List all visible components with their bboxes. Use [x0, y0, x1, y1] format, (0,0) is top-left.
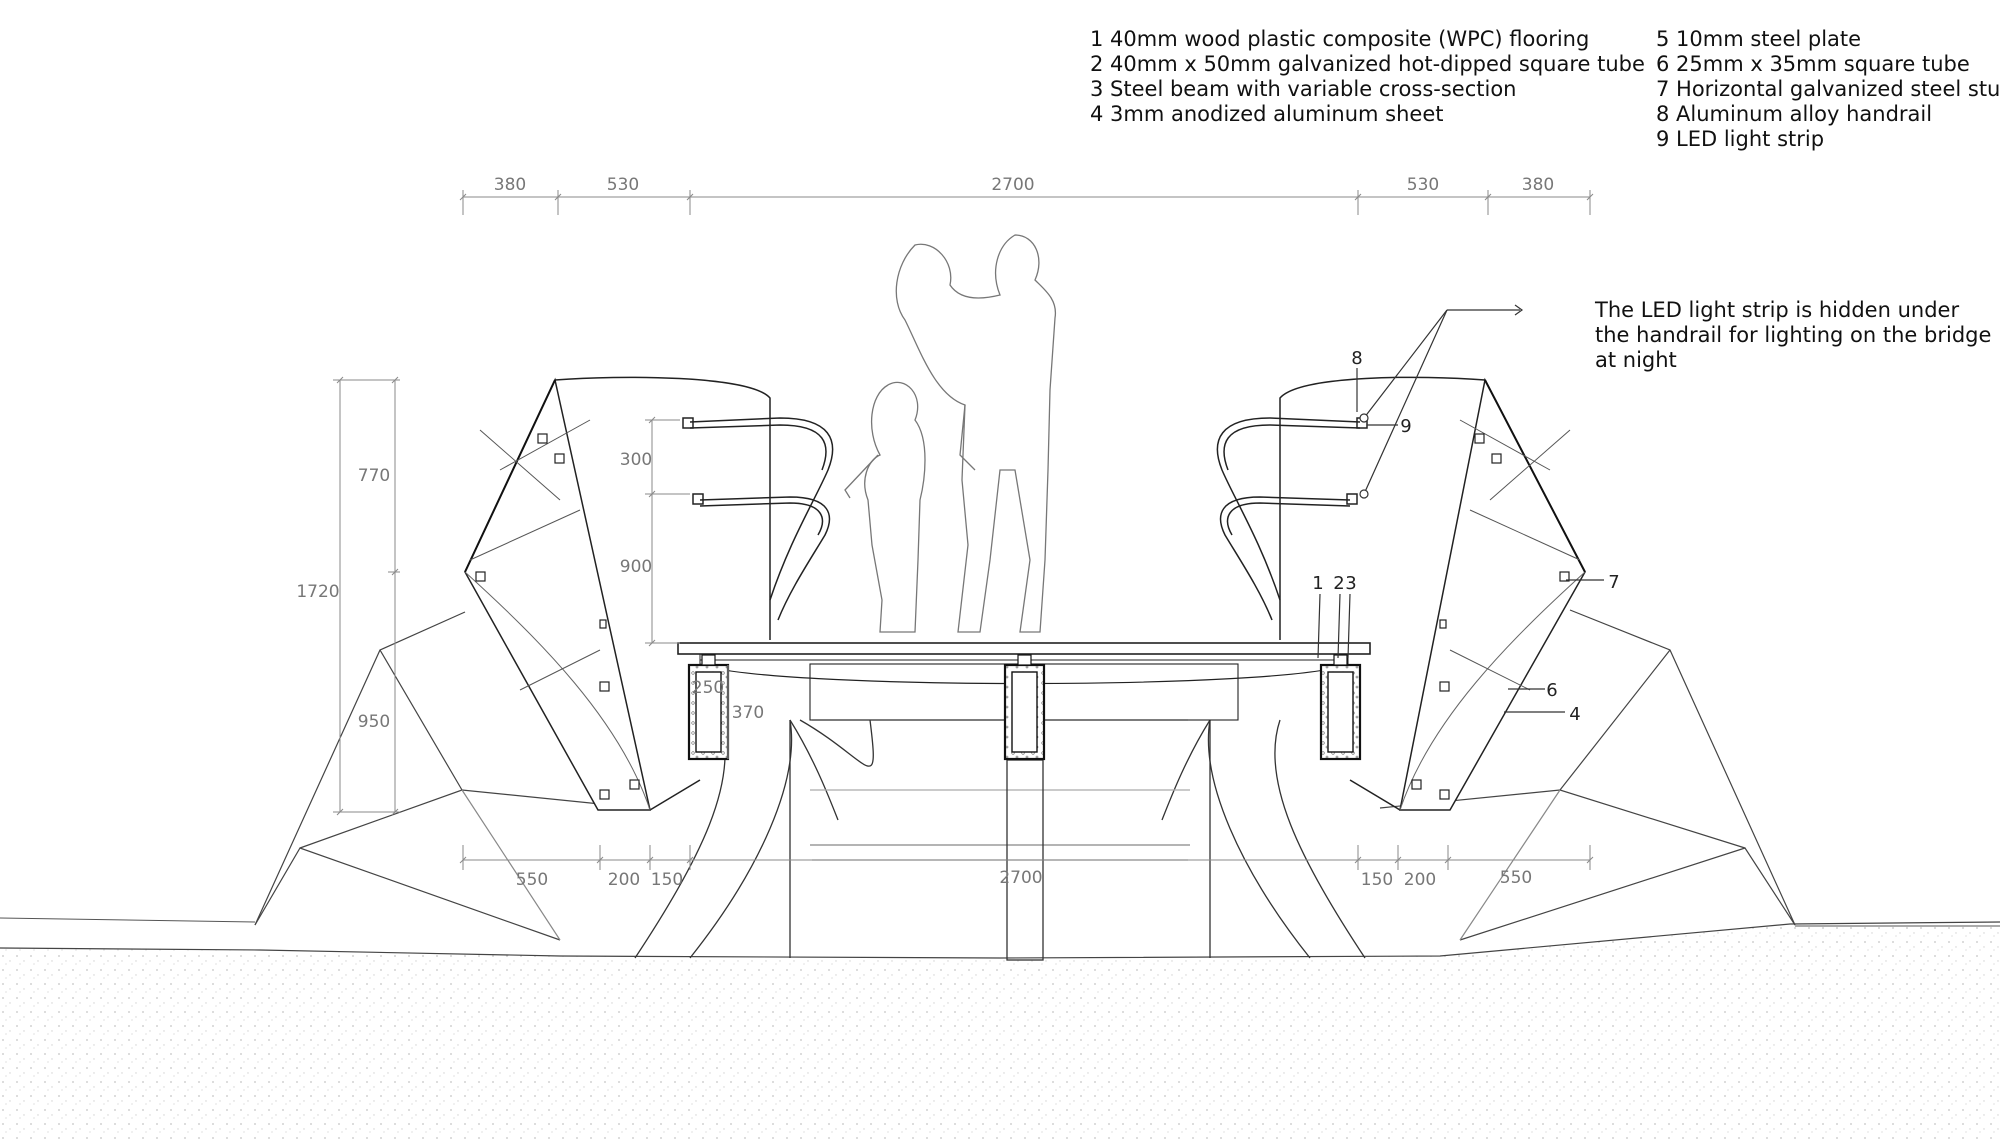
dim-beam-1: 250 [692, 678, 724, 698]
dim-bottom-4: 2700 [999, 868, 1042, 888]
callout-6: 6 [1546, 680, 1557, 701]
callout-7: 7 [1608, 572, 1619, 593]
handrail-right [1216, 417, 1368, 621]
legend-item-5: 5 10mm steel plate [1656, 27, 1862, 51]
side-panel-left [464, 376, 771, 811]
legend-item-3: 3 Steel beam with variable cross-section [1090, 77, 1517, 101]
legend-left: 1 40mm wood plastic composite (WPC) floo… [1090, 27, 1645, 127]
side-panel-right [1279, 376, 1586, 811]
dim-left-3: 950 [358, 712, 390, 732]
handrail-left [682, 417, 834, 621]
legend-item-1: 1 40mm wood plastic composite (WPC) floo… [1090, 27, 1590, 51]
dim-inner-1: 300 [620, 450, 652, 470]
dim-bottom-1: 550 [516, 870, 548, 890]
under-structure [634, 719, 1366, 959]
dim-top-5: 380 [1522, 175, 1554, 195]
beam-studs [701, 654, 1348, 666]
dim-top-2: 530 [607, 175, 639, 195]
beam-cores [695, 671, 1354, 753]
dim-beam-2: 370 [732, 703, 764, 723]
callout-9: 9 [1400, 416, 1411, 437]
callout-8: 8 [1351, 348, 1362, 369]
legend-item-4: 4 3mm anodized aluminum sheet [1090, 102, 1444, 126]
callout-leaders [1317, 304, 1604, 713]
dim-bottom-3: 150 [651, 870, 683, 890]
dim-bottom-7: 550 [1500, 868, 1532, 888]
callout-4: 4 [1569, 704, 1580, 725]
dim-inner-2: 900 [620, 557, 652, 577]
human-silhouettes [844, 234, 1057, 633]
legend-item-8: 8 Aluminum alloy handrail [1656, 102, 1933, 126]
legend-item-9: 9 LED light strip [1656, 127, 1825, 151]
callout-2: 2 [1333, 573, 1344, 594]
legend-item-2: 2 40mm x 50mm galvanized hot-dipped squa… [1090, 52, 1645, 76]
legend-right: 5 10mm steel plate 6 25mm x 35mm square … [1656, 27, 2000, 152]
dim-bottom-2: 200 [608, 870, 640, 890]
callout-3: 3 [1345, 573, 1356, 594]
callout-labels: 1 2 3 4 6 7 8 9 [1312, 348, 1619, 725]
dim-top-1: 380 [494, 175, 526, 195]
dim-bottom-6: 200 [1404, 870, 1436, 890]
ground [0, 917, 2000, 1139]
led-note: The LED light strip is hidden under the … [1595, 298, 1992, 372]
callout-1: 1 [1312, 573, 1323, 594]
legend-item-7: 7 Horizontal galvanized steel stud [1656, 77, 2000, 101]
dim-left-1: 770 [358, 466, 390, 486]
dim-bottom-5: 150 [1361, 870, 1393, 890]
embankment-left [254, 611, 641, 941]
dim-top-4: 530 [1407, 175, 1439, 195]
dim-left-2: 1720 [296, 582, 339, 602]
panel-studs [475, 433, 1570, 800]
dimension-texts: 380 530 2700 530 380 550 200 150 2700 15… [296, 175, 1554, 890]
dim-top-3: 2700 [991, 175, 1034, 195]
dimension-lines [333, 190, 1594, 870]
legend-item-6: 6 25mm x 35mm square tube [1656, 52, 1970, 76]
